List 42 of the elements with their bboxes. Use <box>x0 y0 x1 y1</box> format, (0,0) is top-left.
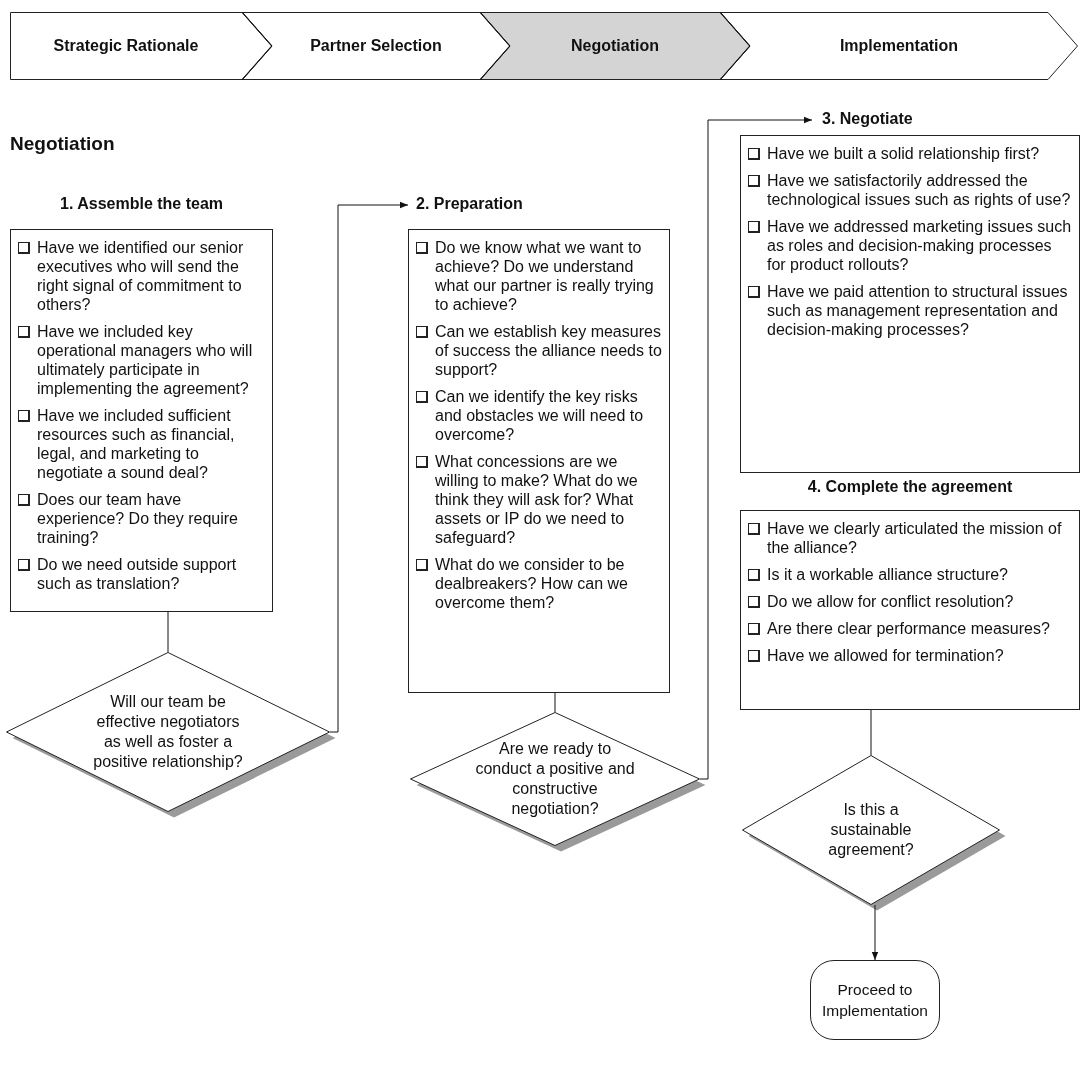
decision-diamond <box>6 652 336 818</box>
checklist-item: Have we addressed marketing issues such as roles and decision-making processes for product rollouts? <box>767 217 1073 274</box>
checklist-item: Have we clearly articulated the mission of the alliance? <box>767 519 1063 557</box>
checklist-item: Can we establish key measures of success the alliance needs to support? <box>435 322 663 379</box>
checklist-item: Do we allow for conflict resolution? <box>767 592 1014 611</box>
stage-label: Implementation <box>838 36 960 56</box>
arrow <box>699 116 813 780</box>
checklist-item: Have we satisfactorily addressed the technological issues such as rights of use? <box>767 171 1072 209</box>
terminal-text: Proceed to Implementation <box>821 980 929 1021</box>
decision-text: Is this a sustainable agreement? <box>827 800 915 860</box>
connector-line <box>554 692 556 713</box>
checklist-item: Are there clear performance measures? <box>767 619 1050 638</box>
checklist-item: Have we built a solid relationship first? <box>767 144 1040 163</box>
decision-diamond <box>742 755 1006 911</box>
terminal-box <box>810 960 940 1040</box>
checklist-item: Can we identify the key risks and obstacles we will need to overcome? <box>435 387 645 444</box>
decision-text: Are we ready to conduct a positive and constructive negotiation? <box>474 739 636 819</box>
arrow <box>871 904 879 961</box>
step-heading: 4. Complete the agreement <box>807 478 1013 496</box>
process-stage <box>10 12 272 80</box>
process-stage <box>720 12 1078 80</box>
checklist-item: Have we included key operational managers who will ultimately participate in implementing the agreement? <box>37 322 254 398</box>
checklist-item: Have we identified our senior executives who will send the right signal of commitment to others? <box>37 238 245 314</box>
checklist-item: Do we know what we want to achieve? Do we understand what our partner is really trying to achieve? <box>435 238 655 314</box>
connector-line <box>167 611 169 653</box>
step-heading: 2. Preparation <box>416 195 523 213</box>
checklist-item: Does our team have experience? Do they require training? <box>37 490 239 547</box>
checklist-item: Is it a workable alliance structure? <box>767 565 1008 584</box>
checklist-item: What concessions are we willing to make? What do we think they will ask for? What assets or IP do we need to safeguard? <box>435 452 639 547</box>
checklist-item: What do we consider to be dealbreakers? How can we overcome them? <box>435 555 629 612</box>
decision-text: Will our team be effective negotiators as well as foster a positive relationship? <box>93 692 243 772</box>
step-heading: 3. Negotiate <box>822 110 913 128</box>
arrow <box>329 201 409 733</box>
checklist-item: Have we paid attention to structural issues such as management representation and decision-making processes? <box>767 282 1069 339</box>
page-title: Negotiation <box>10 133 115 155</box>
checklist-item: Have we allowed for termination? <box>767 646 1004 665</box>
stage-label: Strategic Rationale <box>52 36 200 56</box>
step-heading: 1. Assemble the team <box>60 195 223 213</box>
decision-diamond <box>410 712 706 852</box>
checklist-item: Do we need outside support such as translation? <box>37 555 238 593</box>
checklist-item: Have we included sufficient resources such as financial, legal, and marketing to negotiate a sound deal? <box>37 406 236 482</box>
connector-line <box>870 709 872 756</box>
